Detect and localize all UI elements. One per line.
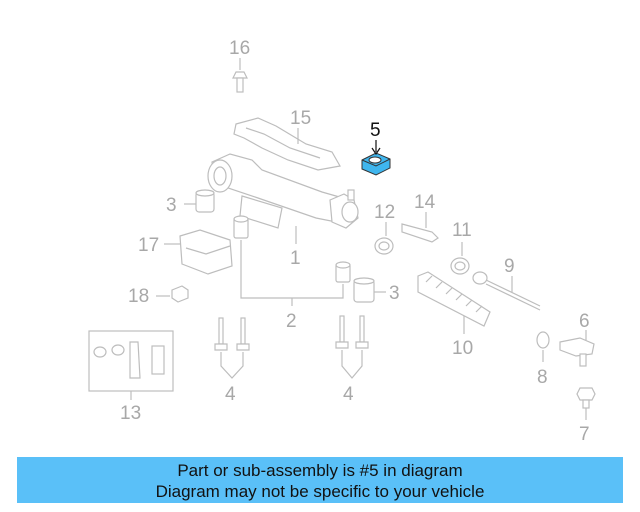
callout-12: 12 (374, 202, 395, 223)
part-11-clamp[interactable]: 11 (450, 220, 472, 275)
callout-15: 15 (290, 108, 311, 129)
part-3-bushing-left[interactable]: 3 (166, 189, 215, 216)
callout-11: 11 (452, 220, 472, 241)
part-4-bolts-left[interactable]: 4 (214, 317, 250, 405)
callout-14: 14 (414, 192, 436, 213)
part-6-outer-tie-rod-end[interactable]: 6 (559, 311, 595, 367)
callout-8: 8 (537, 367, 548, 388)
part-3-bushing-right[interactable]: 3 (353, 277, 400, 304)
part-18-bolt[interactable]: 18 (128, 285, 189, 307)
callout-1: 1 (290, 248, 301, 269)
callout-2: 2 (286, 311, 297, 332)
part-14-bracket[interactable]: 14 (401, 192, 439, 243)
part-12-clamp[interactable]: 12 (374, 202, 395, 255)
part-10-boot[interactable]: 10 (417, 271, 491, 359)
callout-6: 6 (579, 311, 590, 332)
callout-13: 13 (120, 403, 141, 424)
exploded-parts-diagram: 16 15 1 3 2 3 (88, 38, 596, 445)
callout-17: 17 (138, 235, 159, 256)
part-9-inner-tie-rod[interactable]: 9 (472, 256, 541, 311)
callout-5: 5 (370, 120, 381, 141)
callout-3-left: 3 (166, 195, 177, 216)
part-17-cover[interactable]: 17 (138, 229, 233, 275)
part-1-steering-rack[interactable]: 1 (207, 153, 359, 269)
part-4-bolts-right[interactable]: 4 (335, 315, 369, 405)
part-2-mount-bushings[interactable]: 2 (233, 215, 351, 332)
callout-4-right: 4 (343, 384, 354, 405)
part-8-nut[interactable]: 8 (536, 331, 550, 388)
part-16-bolt[interactable]: 16 (229, 38, 250, 93)
info-banner: Part or sub-assembly is #5 in diagram Di… (17, 457, 623, 503)
banner-line-2: Diagram may not be specific to your vehi… (155, 482, 485, 501)
banner-line-1: Part or sub-assembly is #5 in diagram (177, 461, 463, 480)
callout-16: 16 (229, 38, 250, 59)
callout-18: 18 (128, 286, 149, 307)
part-7-nut[interactable]: 7 (576, 387, 596, 445)
callout-3-right: 3 (389, 283, 400, 304)
callout-7: 7 (579, 424, 590, 445)
callout-10: 10 (452, 338, 473, 359)
part-13-repair-kit[interactable]: 13 (88, 330, 174, 424)
part-15-heat-shield[interactable]: 15 (233, 108, 341, 171)
callout-9: 9 (504, 256, 515, 277)
callout-4-left: 4 (225, 384, 236, 405)
part-5-bushing-highlight[interactable]: 5 (361, 120, 391, 176)
